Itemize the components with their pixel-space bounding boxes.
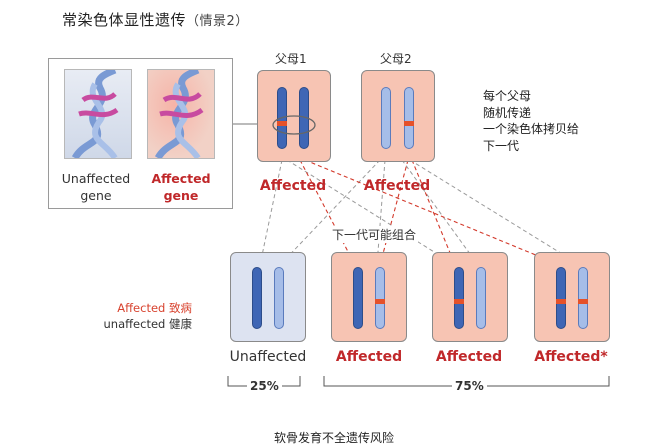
note-line4: 下一代 <box>483 138 520 153</box>
unaffected-gene-image <box>64 66 132 160</box>
child4-chromosome-b <box>578 267 588 329</box>
child2-box <box>331 252 407 342</box>
gene-inset-panel: Unaffected gene Affected gene <box>48 58 233 209</box>
child4-mutation-band-b <box>578 299 588 304</box>
parent2-chromosome-a <box>381 87 391 149</box>
note-line2: 随机传递 <box>483 105 532 120</box>
page-title: 常染色体显性遗传（情景2） <box>62 9 249 30</box>
child4-mutation-band-a <box>556 299 566 304</box>
child4-chromosome-a <box>556 267 566 329</box>
child2-mutation-band <box>375 299 385 304</box>
red-dashed-lines <box>299 159 561 266</box>
parent2-status: Affected <box>363 178 431 194</box>
child3-box <box>432 252 508 342</box>
percent-brackets <box>227 376 610 387</box>
combinations-label: 下一代可能组合 <box>330 226 419 243</box>
parent1-label: 父母1 <box>275 52 307 66</box>
gray-dashed-lines <box>259 159 581 266</box>
title-subtitle: （情景2） <box>186 14 249 29</box>
child1-box <box>230 252 306 342</box>
child3-chromosome-b <box>476 267 486 329</box>
unaffected-gene-caption-line2: gene <box>80 188 112 203</box>
child3-chromosome-a <box>454 267 464 329</box>
percent-unaffected: 25% <box>247 379 282 393</box>
affected-gene-caption-line2: gene <box>163 188 199 203</box>
affected-gene-image <box>147 66 215 160</box>
figure-caption: 软骨发育不全遗传风险 <box>273 431 394 445</box>
legend-affected: Affected 致病 <box>117 301 192 315</box>
child1-chromosome-b <box>274 267 284 329</box>
unaffected-gene-caption: Unaffected gene <box>56 170 136 204</box>
child2-status: Affected <box>335 349 403 365</box>
legend: Affected 致病 unaffected 健康 <box>86 300 193 332</box>
parent1-status: Affected <box>259 178 327 194</box>
child1-chromosome-a <box>252 267 262 329</box>
unaffected-gene-caption-line1: Unaffected <box>61 171 131 186</box>
child2-chromosome-a <box>353 267 363 329</box>
note-line1: 每个父母 <box>483 89 532 103</box>
child2-chromosome-b <box>375 267 385 329</box>
parent1-highlight-ellipse <box>272 115 316 135</box>
affected-gene-caption: Affected gene <box>141 170 221 204</box>
inheritance-note: 每个父母 随机传递 一个染色体拷贝给 下一代 <box>483 88 579 154</box>
child3-status: Affected <box>435 349 503 365</box>
child4-box <box>534 252 610 342</box>
note-line3: 一个染色体拷贝给 <box>483 122 580 136</box>
parent2-mutation-band <box>404 121 414 126</box>
child1-status: Unaffected <box>229 349 307 365</box>
parent1-mutation-band <box>277 121 287 126</box>
legend-unaffected: unaffected 健康 <box>103 317 193 331</box>
parent2-box <box>361 70 435 162</box>
child3-mutation-band <box>454 299 464 304</box>
percent-affected: 75% <box>452 379 487 393</box>
parent2-chromosome-b <box>404 87 414 149</box>
title-text: 常染色体显性遗传 <box>62 11 187 29</box>
affected-gene-caption-line1: Affected <box>151 171 211 186</box>
parent2-label: 父母2 <box>380 52 412 66</box>
child4-status: Affected* <box>534 349 608 365</box>
